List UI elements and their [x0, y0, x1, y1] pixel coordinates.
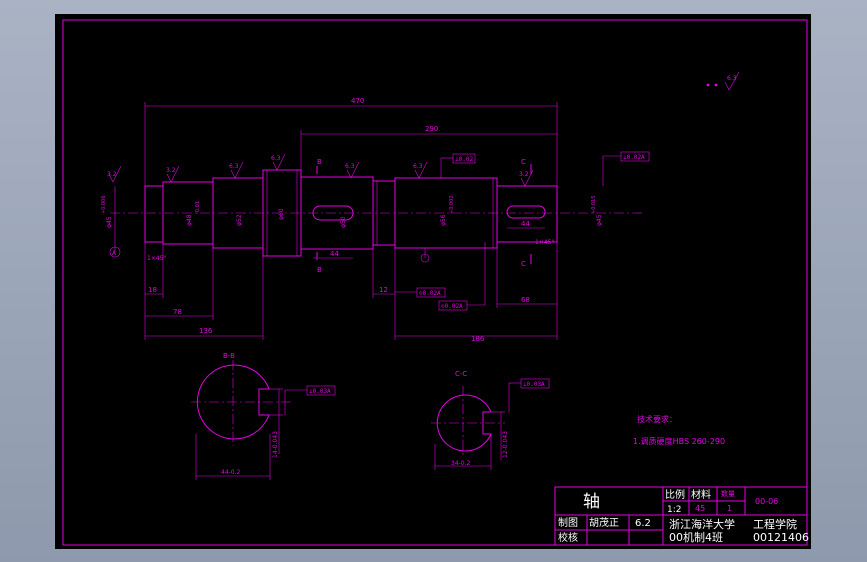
dia-label-5: φ50	[340, 216, 347, 228]
draw-name: 胡茂正	[589, 516, 619, 529]
section-cut-marks	[316, 164, 532, 264]
dia-label-4: φ60	[278, 208, 285, 220]
rough-1: 3.2	[107, 171, 117, 178]
section-cc-title: C-C	[455, 370, 467, 378]
dia-label-7: φ45	[596, 214, 603, 226]
tol-b: -0.01	[195, 201, 201, 214]
shaft-step-8	[496, 185, 558, 243]
school-name: 浙江海洋大学	[669, 517, 735, 531]
section-bb-width: 14-0.043	[272, 431, 279, 458]
datum-mark	[420, 253, 430, 263]
inner-frame	[62, 19, 808, 546]
rough-5: 6.3	[345, 163, 355, 170]
rough-4: 6.3	[271, 155, 281, 162]
gdt-4: ⊙0.02A	[441, 303, 463, 310]
dim-overall: 470	[351, 97, 364, 105]
dim-290: 290	[425, 125, 438, 133]
header-material: 材料	[691, 488, 711, 501]
dim-68: 68	[521, 296, 530, 304]
tol-a: +0.006	[101, 195, 107, 214]
student-number: 00121406	[753, 531, 809, 544]
check-label: 校核	[558, 531, 578, 544]
dimension-lines	[109, 102, 558, 340]
gdt-3: ⊙0.02A	[419, 290, 441, 297]
header-scale: 比例	[665, 488, 685, 501]
draw-date: 6.2	[635, 518, 651, 529]
dim-chamfer-right: 1×45°	[535, 239, 554, 246]
rough-6: 6.3	[413, 163, 423, 170]
dia-label-2: φ48	[186, 214, 193, 226]
class-name: 00机制4班	[669, 530, 723, 544]
section-bb-title: B-B	[223, 352, 235, 360]
draw-label: 制图	[558, 516, 578, 529]
shaft-drawing: 470 290 186 136 78 18 12 68 44 44 1×45° …	[62, 19, 809, 546]
section-cc	[431, 378, 550, 470]
part-name: 轴	[583, 492, 600, 512]
rough-corner: 6.3	[727, 75, 737, 82]
tol-c: +0.015	[591, 195, 597, 214]
datum-letter: A	[112, 250, 117, 257]
datum-circle	[109, 246, 121, 258]
section-mark-c-top: C	[521, 158, 526, 166]
dim-136: 136	[199, 327, 213, 335]
section-cc-gdt: ⊥0.03A	[523, 381, 545, 388]
dia-label-1: φ45	[106, 216, 113, 228]
section-cc-width: 12-0.043	[502, 431, 509, 458]
title-block	[554, 486, 808, 546]
qty-value: 1	[727, 504, 732, 513]
keyway-right	[506, 205, 546, 219]
section-mark-b-top: B	[317, 158, 322, 166]
roughness-symbols	[108, 71, 740, 187]
dia-label-6: φ56	[440, 214, 447, 226]
material-value: 45	[695, 504, 705, 513]
tech-req-item-1: 1.调质硬度HBS 260-290	[633, 436, 725, 446]
gdt-2: ⊥0.02A	[623, 154, 645, 161]
dim-78: 78	[173, 308, 182, 316]
section-mark-b-bot: B	[317, 266, 322, 274]
tech-req-title: 技术要求：	[637, 414, 677, 424]
dia-label-3: φ52	[236, 214, 243, 226]
rough-2: 3.2	[166, 167, 176, 174]
section-bb-depth: 44-0.2	[221, 469, 241, 476]
dim-chamfer-left: 1×45°	[147, 255, 166, 262]
section-mark-c-bot: C	[521, 260, 526, 268]
dim-key1: 44	[330, 250, 339, 258]
gdt-frames	[395, 151, 650, 311]
rough-7: 3.2	[519, 171, 529, 178]
section-cc-depth: 34-0.2	[451, 460, 471, 467]
dim-12: 12	[379, 286, 388, 294]
header-qty: 数量	[721, 489, 735, 498]
shaft-step-1	[144, 185, 164, 243]
college-name: 工程学院	[753, 517, 797, 531]
shaft-step-7	[394, 177, 498, 249]
section-bb	[191, 360, 336, 480]
dim-186: 186	[471, 335, 485, 343]
dim-key2: 44	[521, 220, 530, 228]
section-bb-gdt: ⊥0.03A	[309, 388, 331, 395]
scale-value: 1:2	[667, 505, 681, 515]
rough-3: 6.3	[229, 163, 239, 170]
drawing-sheet: 470 290 186 136 78 18 12 68 44 44 1×45° …	[55, 14, 811, 549]
dim-18: 18	[148, 286, 157, 294]
drawing-number: 00-06	[755, 497, 778, 506]
gdt-1: ⊥0.02	[455, 156, 473, 163]
tol-d: +0.002	[449, 195, 455, 214]
